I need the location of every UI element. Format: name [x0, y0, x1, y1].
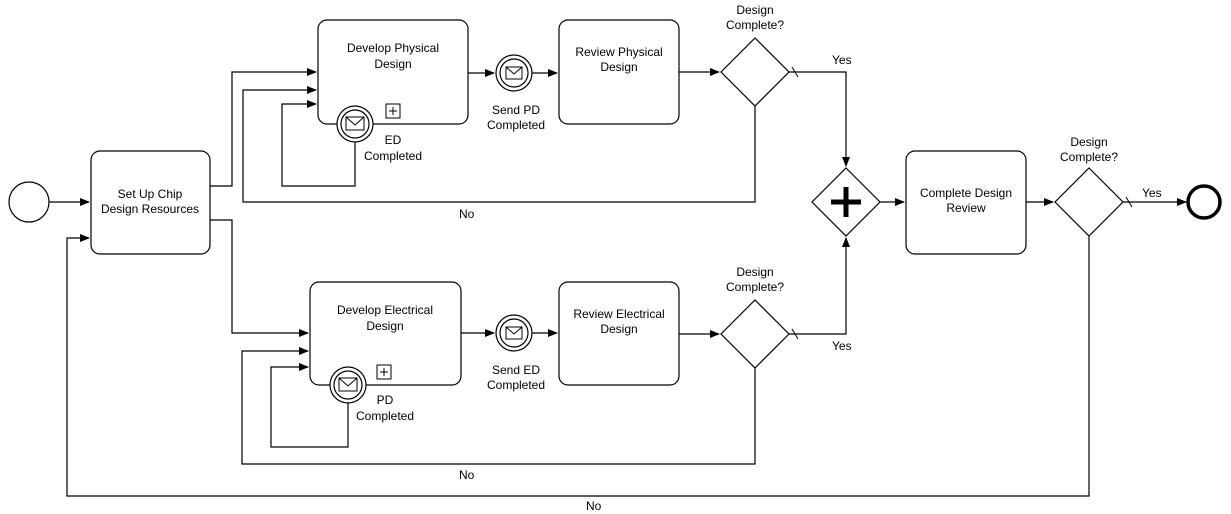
- flow-label-yes: Yes: [832, 53, 852, 67]
- flow-label-yes: Yes: [832, 339, 852, 353]
- task-complete-design-review[interactable]: Complete Design Review: [905, 150, 1027, 255]
- task-label-line: Design: [374, 57, 411, 71]
- envelope-icon: [505, 326, 523, 340]
- exclusive-gateway-bottom[interactable]: [720, 299, 790, 369]
- task-label-line: Review: [946, 201, 986, 215]
- parallel-gateway[interactable]: [811, 167, 881, 237]
- exclusive-gateway-top[interactable]: [720, 37, 790, 107]
- event-label-line: Completed: [364, 149, 422, 163]
- flow-label-yes: Yes: [1142, 186, 1162, 200]
- send-pd-event[interactable]: [495, 54, 533, 92]
- gateway-label-line: Design: [1070, 135, 1107, 149]
- gateway-label-line: Complete?: [726, 280, 784, 294]
- collapsed-subprocess-icon[interactable]: [385, 103, 401, 119]
- task-label-line: Develop Physical: [347, 41, 439, 55]
- task-label-line: Set Up Chip: [118, 187, 183, 201]
- start-event[interactable]: [8, 181, 50, 223]
- task-review-electrical-design[interactable]: Review Electrical Design: [558, 281, 680, 386]
- task-review-physical-design[interactable]: Review Physical Design: [558, 19, 680, 125]
- event-label-line: PD: [377, 393, 394, 407]
- gateway-label-line: Complete?: [726, 18, 784, 32]
- task-label-line: Design Resources: [101, 202, 199, 216]
- task-label-line: Design: [600, 322, 637, 336]
- envelope-icon: [338, 377, 358, 392]
- task-develop-physical-design[interactable]: Develop Physical Design: [317, 19, 469, 125]
- task-set-up-chip-design-resources[interactable]: Set Up Chip Design Resources: [90, 150, 211, 255]
- plus-icon: [831, 187, 861, 217]
- gateway-label-line: Design: [736, 3, 773, 17]
- event-label-line: ED: [385, 133, 402, 147]
- event-label-line: Send ED: [492, 363, 540, 377]
- gateway-label-line: Complete?: [1060, 150, 1118, 164]
- task-label-line: Design: [366, 319, 403, 333]
- envelope-icon: [345, 116, 365, 131]
- flow-label-no: No: [459, 468, 475, 482]
- envelope-icon: [505, 66, 523, 80]
- event-label-line: Completed: [487, 118, 545, 132]
- end-event[interactable]: [1186, 184, 1222, 220]
- sequence-flows: [49, 66, 1187, 497]
- event-label-line: Completed: [487, 378, 545, 392]
- gateway-label-line: Design: [736, 265, 773, 279]
- task-label-line: Design: [600, 60, 637, 74]
- task-develop-electrical-design[interactable]: Develop Electrical Design: [309, 281, 462, 386]
- ed-completed-boundary-event[interactable]: [336, 105, 374, 143]
- task-label-line: Complete Design: [920, 186, 1012, 200]
- exclusive-gateway-final[interactable]: [1054, 167, 1124, 237]
- task-label-line: Review Physical: [575, 45, 662, 59]
- pd-completed-boundary-event[interactable]: [329, 366, 367, 404]
- collapsed-subprocess-icon[interactable]: [376, 364, 392, 380]
- task-label-line: Review Electrical: [573, 307, 664, 321]
- flow-label-no: No: [586, 499, 602, 513]
- send-ed-event[interactable]: [495, 314, 533, 352]
- event-label-line: Completed: [356, 409, 414, 423]
- task-label-line: Develop Electrical: [337, 303, 433, 317]
- flow-label-no: No: [459, 207, 475, 221]
- event-label-line: Send PD: [492, 103, 540, 117]
